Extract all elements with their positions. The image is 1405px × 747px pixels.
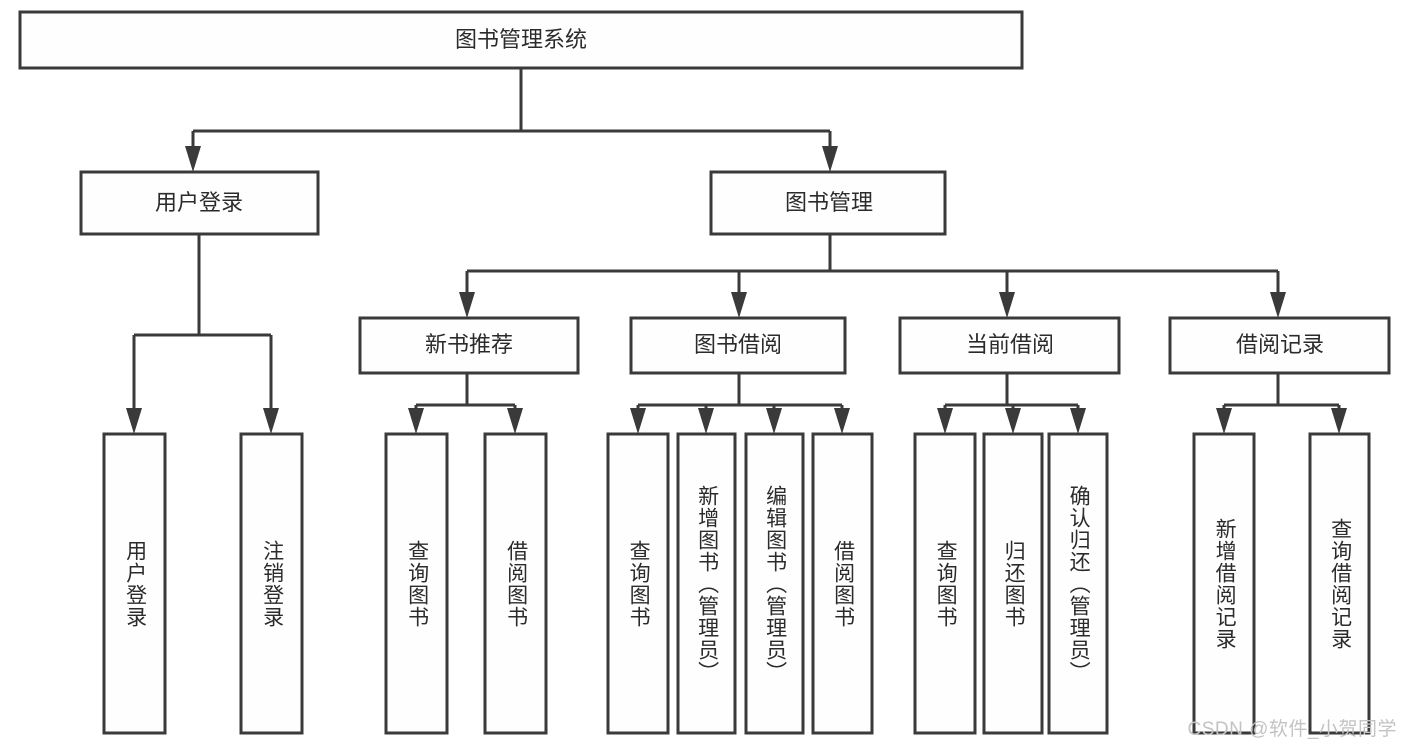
node-user-login-label: 用户登录 [155,190,243,215]
leaf-box-edit-book-admin[interactable] [744,432,805,735]
node-user-login[interactable] [79,170,320,236]
node-borrow-record-label: 借阅记录 [1236,332,1324,357]
node-book-manage[interactable] [709,170,947,236]
connector-root-to-level1 [185,68,838,172]
connector-book-borrow-to-leaves [630,373,850,434]
node-book-borrow-label: 图书借阅 [694,332,782,357]
leaf-box-confirm-return-admin[interactable] [1047,432,1109,735]
node-new-book-recommend[interactable] [358,316,580,375]
leaf-box-query-book-1[interactable] [384,432,449,735]
connector-book-manage-to-level2 [459,234,1286,318]
node-book-manage-label: 图书管理 [785,190,873,215]
leaf-box-query-borrow-record[interactable] [1308,432,1371,735]
node-root-label: 图书管理系统 [455,27,587,52]
leaf-box-borrow-book-2[interactable] [811,432,874,735]
node-book-borrow[interactable] [629,316,847,375]
connector-new-book-to-leaves [408,373,523,434]
leaf-box-user-login[interactable] [102,432,167,735]
leaf-box-return-book[interactable] [982,432,1044,735]
leaf-box-query-book-3[interactable] [913,432,977,735]
node-root[interactable] [18,10,1024,70]
node-current-borrow[interactable] [898,316,1121,375]
leaf-box-borrow-book-1[interactable] [483,432,548,735]
node-borrow-record[interactable] [1168,316,1391,375]
node-current-borrow-label: 当前借阅 [966,332,1054,357]
node-new-book-recommend-label: 新书推荐 [425,332,513,357]
connector-current-borrow-to-leaves [937,373,1086,434]
leaf-box-add-borrow-record[interactable] [1192,432,1256,735]
leaf-box-add-book-admin[interactable] [676,432,737,735]
connector-borrow-record-to-leaves [1216,373,1347,434]
connector-user-login-to-leaves [126,234,279,434]
leaf-box-logout-login[interactable] [239,432,304,735]
watermark: CSDN @软件_小贺同学 [1187,719,1397,740]
leaf-box-query-book-2[interactable] [606,432,670,735]
